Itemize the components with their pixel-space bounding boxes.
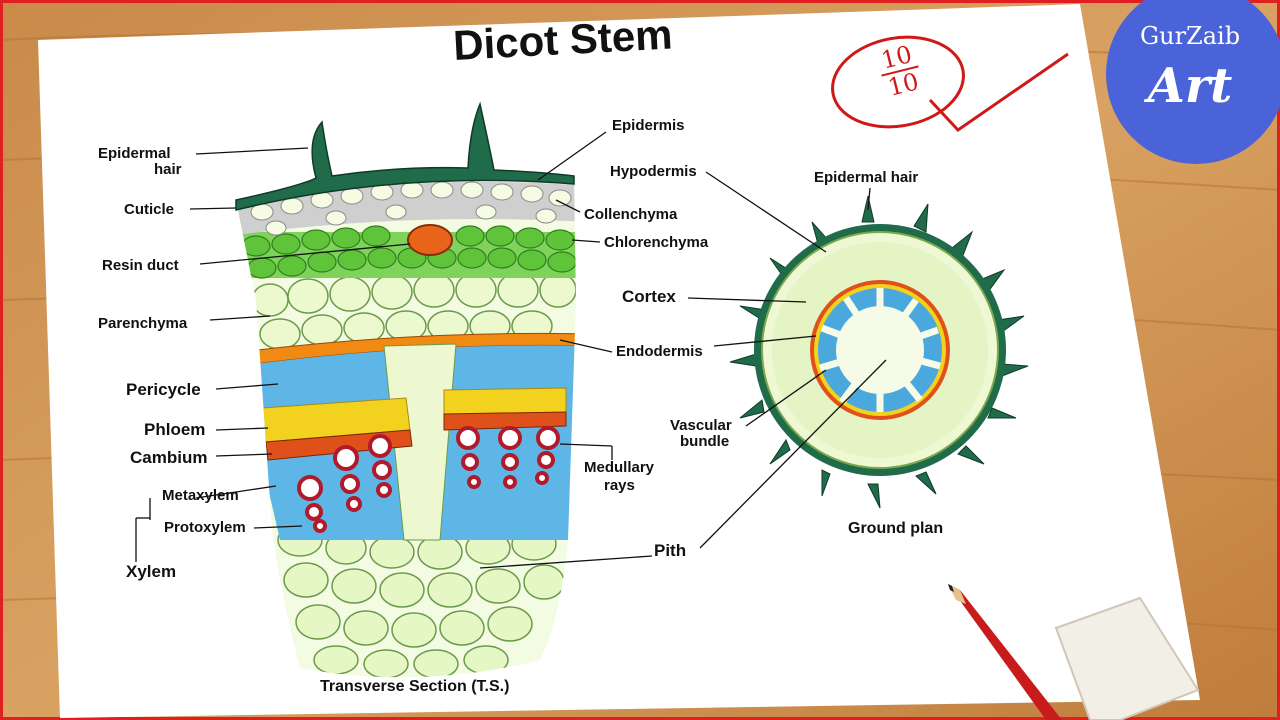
- label-vascular-bundle-line2: bundle: [680, 433, 730, 450]
- label-cortex: Cortex: [622, 287, 676, 306]
- pencil: [948, 584, 1062, 720]
- cambium-right: [443, 411, 567, 431]
- label-vascular-bundle-line1: Vascular: [670, 417, 732, 434]
- medullary-ray-spokes: [818, 288, 941, 412]
- label-parenchyma: Parenchyma: [98, 315, 188, 332]
- caption-ground-plan: Ground plan: [848, 520, 944, 537]
- label-pith: Pith: [654, 541, 687, 560]
- label-epidermal-hair-line2: hair: [154, 161, 182, 178]
- ground-plan-leader-lines: [687, 171, 887, 549]
- label-phloem: Phloem: [144, 420, 206, 439]
- medullary-ray: [383, 343, 457, 541]
- brand-name-bottom: Art: [1147, 58, 1233, 114]
- eraser: [1054, 596, 1200, 720]
- label-cuticle: Cuticle: [124, 201, 175, 218]
- label-medullary-rays-line2: rays: [604, 477, 635, 494]
- collenchyma-cells: [250, 181, 572, 236]
- label-pericycle: Pericycle: [126, 380, 201, 399]
- resin-duct: [407, 224, 453, 256]
- label-medullary-rays-line1: Medullary: [584, 459, 655, 476]
- label-cambium: Cambium: [130, 448, 208, 467]
- epidermis-layer: [235, 101, 575, 211]
- label-protoxylem: Protoxylem: [164, 519, 246, 536]
- xylem-vessels: [297, 426, 560, 533]
- transverse-section: [235, 101, 576, 678]
- label-xylem: Xylem: [126, 562, 177, 581]
- brand-name-top: GurZaib: [1139, 22, 1241, 50]
- score-circle: [831, 35, 1069, 132]
- chlorenchyma-cells: [241, 225, 576, 279]
- label-endodermis: Endodermis: [616, 343, 703, 360]
- caption-transverse-section: Transverse Section (T.S.): [320, 678, 510, 695]
- ts-leader-lines: [135, 131, 653, 569]
- label-epidermal-hair-line1: Epidermal: [98, 145, 171, 162]
- label-metaxylem: Metaxylem: [162, 487, 239, 504]
- label-epidermal-hair-ground: Epidermal hair: [814, 169, 919, 186]
- label-collenchyma: Collenchyma: [584, 206, 678, 223]
- label-hypodermis: Hypodermis: [610, 163, 697, 180]
- label-resin-duct: Resin duct: [102, 257, 179, 274]
- label-chlorenchyma: Chlorenchyma: [604, 234, 709, 251]
- ground-plan: [729, 195, 1029, 509]
- brand-logo-circle: [1106, 0, 1280, 164]
- label-epidermis: Epidermis: [612, 117, 685, 134]
